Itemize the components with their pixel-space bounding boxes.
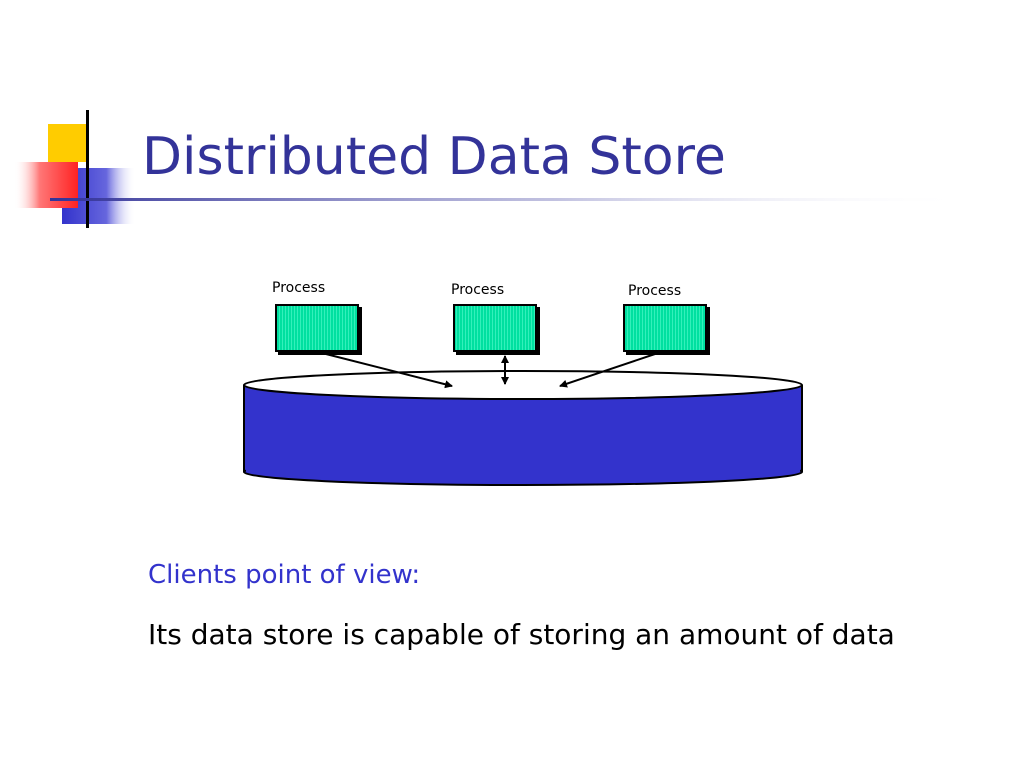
process-label-3: Process <box>628 283 681 299</box>
title-underline <box>50 198 970 201</box>
vertical-rule <box>86 110 89 228</box>
cylinder-top <box>243 370 803 400</box>
process-label-1: Process <box>272 280 325 296</box>
yellow-square <box>48 124 86 162</box>
clients-view-heading: Clients point of view: <box>148 560 421 590</box>
process-box-1 <box>275 304 362 355</box>
data-store-cylinder <box>243 370 803 486</box>
process-label-2: Process <box>451 282 504 298</box>
arrow-process-3 <box>559 352 659 388</box>
process-box-3 <box>623 304 710 355</box>
slide-title: Distributed Data Store <box>142 127 726 187</box>
arrow-process-1 <box>317 351 453 389</box>
process-box-2 <box>453 304 540 355</box>
data-store-diagram: Process Process Process <box>243 280 803 486</box>
title-decoration <box>14 110 970 228</box>
clients-view-description: Its data store is capable of storing an … <box>148 618 895 651</box>
